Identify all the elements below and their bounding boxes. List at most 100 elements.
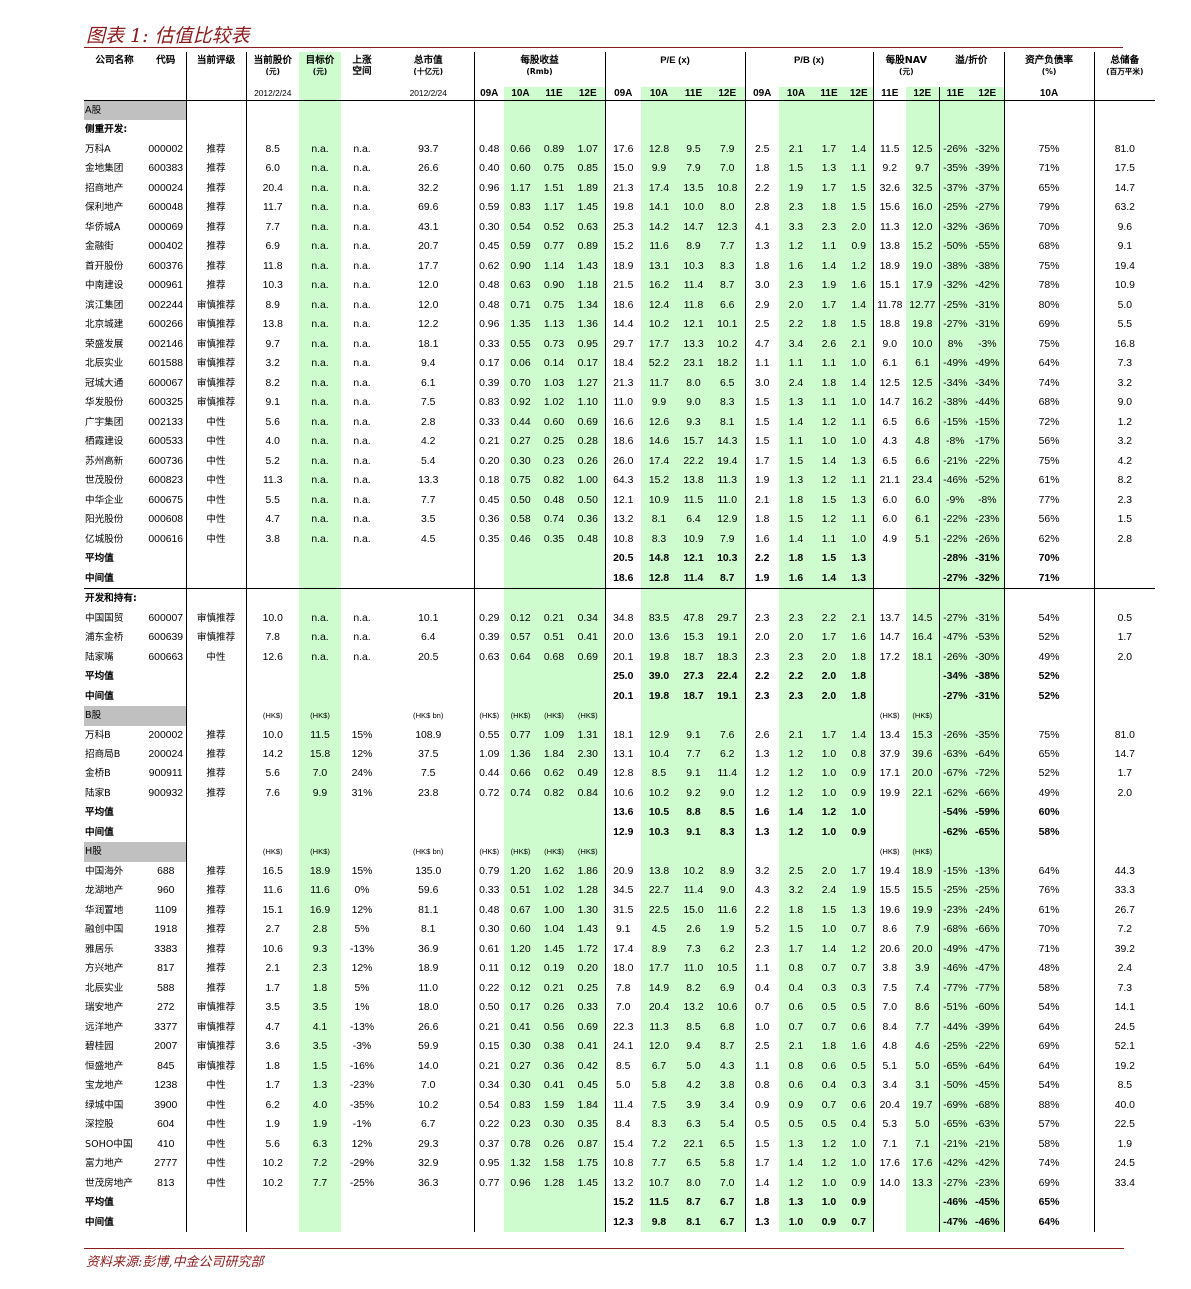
rating: 审慎推荐 xyxy=(185,998,246,1018)
pe-09a: 25.3 xyxy=(604,217,641,238)
pb-09a: 2.8 xyxy=(744,198,779,218)
header-mktcap: 总市值(十亿元) xyxy=(413,55,444,76)
premium-11e: -15% xyxy=(938,412,972,433)
land-reserve: 2.0 xyxy=(1093,647,1156,668)
eps-10a: 0.06 xyxy=(504,354,537,374)
summary-value: 1.3 xyxy=(744,1212,779,1233)
stock-code: 3377 xyxy=(154,1021,178,1033)
premium-12e: -45% xyxy=(971,1076,1005,1096)
land-reserve: 1.7 xyxy=(1093,764,1156,784)
nav-12e: 22.1 xyxy=(906,783,940,804)
pb-10a: 2.1 xyxy=(779,1037,813,1057)
nav-12e: 3.9 xyxy=(906,959,940,979)
rating: 推荐 xyxy=(185,764,246,784)
company-name: 北京城建 xyxy=(85,319,124,331)
pb-09a: 1.5 xyxy=(744,432,779,452)
pb-09a: 1.8 xyxy=(744,256,779,277)
pb-11e: 1.2 xyxy=(813,510,845,530)
price: 3.5 xyxy=(245,998,299,1018)
company-name: 栖霞建设 xyxy=(85,436,124,448)
target-price: n.a. xyxy=(299,628,341,648)
eps-12e: 0.48 xyxy=(571,529,605,550)
stock-code: 000608 xyxy=(148,514,184,526)
pe-12e: 10.1 xyxy=(710,315,745,335)
pb-09a: 1.6 xyxy=(744,529,779,550)
pe-12e: 18.2 xyxy=(710,354,745,374)
eps-09a: 0.21 xyxy=(473,1056,504,1077)
pe-11e: 11.4 xyxy=(677,276,710,296)
nav-12e: 15.2 xyxy=(906,237,940,257)
premium-11e: -25% xyxy=(938,881,972,901)
pb-11e: 1.1 xyxy=(813,354,845,374)
rating: 审慎推荐 xyxy=(185,373,246,394)
upside: 31% xyxy=(351,787,373,799)
pb-12e: 0.3 xyxy=(845,978,874,999)
rating: 审慎推荐 xyxy=(185,334,246,355)
nav-12e: 16.4 xyxy=(906,628,940,648)
eps-10a: 0.57 xyxy=(504,628,537,648)
price: 1.7 xyxy=(245,1076,299,1096)
company-name: 中国国贸 xyxy=(85,612,124,624)
pe-11e: 47.8 xyxy=(677,608,710,629)
pe-12e: 8.3 xyxy=(710,256,745,277)
eps-11e: 0.82 xyxy=(537,783,571,804)
pb-12e: 0.7 xyxy=(845,959,874,979)
pb-10a: 1.4 xyxy=(779,412,813,433)
upside: 5% xyxy=(354,924,370,936)
summary-value: 70% xyxy=(1003,549,1095,569)
nav-11e: 6.5 xyxy=(872,451,907,472)
company-name: 陆家嘴 xyxy=(85,651,114,663)
eps-12e: 1.07 xyxy=(571,139,605,160)
price: 15.1 xyxy=(245,900,299,921)
debt-ratio: 48% xyxy=(1003,959,1095,979)
price: 4.7 xyxy=(245,510,299,530)
pe-09a: 8.4 xyxy=(604,1115,641,1135)
summary-value: 12.3 xyxy=(604,1212,641,1233)
pb-09a: 1.7 xyxy=(744,451,779,472)
company-name: 宝龙地产 xyxy=(85,1080,124,1092)
eps-09a: 0.30 xyxy=(473,217,504,238)
nav-12e: 10.0 xyxy=(906,334,940,355)
premium-11e: -34% xyxy=(938,373,972,394)
nav-12e: 16.0 xyxy=(906,198,940,218)
pb-09a: 1.8 xyxy=(744,159,779,179)
pb-12e: 0.3 xyxy=(845,1076,874,1096)
stock-code: 600067 xyxy=(148,377,184,389)
land-reserve: 44.3 xyxy=(1093,861,1156,882)
debt-ratio: 65% xyxy=(1003,744,1095,765)
stock-code: 000402 xyxy=(148,241,184,253)
eps-10a: 0.60 xyxy=(504,159,537,179)
company-name: 金融街 xyxy=(85,241,114,253)
market-cap: 26.6 xyxy=(418,163,439,175)
nav-12e: 20.0 xyxy=(906,939,940,960)
header-date1: 2012/2/24 xyxy=(245,87,299,101)
eps-09a: 0.11 xyxy=(473,959,504,979)
eps-10a: 0.67 xyxy=(504,900,537,921)
pb-11e: 0.7 xyxy=(813,959,845,979)
upside: n.a. xyxy=(353,319,371,331)
summary-value: 8.3 xyxy=(710,822,745,843)
stock-code: 600639 xyxy=(148,632,184,644)
summary-value: 19.1 xyxy=(710,686,745,707)
market-cap: 18.1 xyxy=(418,338,439,350)
year-pe-2: 11E xyxy=(677,87,710,101)
eps-12e: 2.30 xyxy=(571,744,605,765)
premium-12e: -47% xyxy=(971,959,1005,979)
pe-09a: 10.8 xyxy=(604,1154,641,1174)
eps-12e: 0.26 xyxy=(571,451,605,472)
nav-12e: 8.6 xyxy=(906,998,940,1018)
debt-ratio: 74% xyxy=(1003,1154,1095,1174)
land-reserve: 33.4 xyxy=(1093,1173,1156,1194)
premium-12e: -24% xyxy=(971,900,1005,921)
upside: 15% xyxy=(351,865,373,877)
land-reserve: 1.9 xyxy=(1093,1134,1156,1155)
year-pb-3: 12E xyxy=(845,87,874,101)
stock-code: 600533 xyxy=(148,436,184,448)
pb-09a: 1.7 xyxy=(744,1154,779,1174)
section-label: A股 xyxy=(84,100,146,121)
eps-10a: 0.78 xyxy=(504,1134,537,1155)
market-cap: 59.6 xyxy=(418,885,439,897)
